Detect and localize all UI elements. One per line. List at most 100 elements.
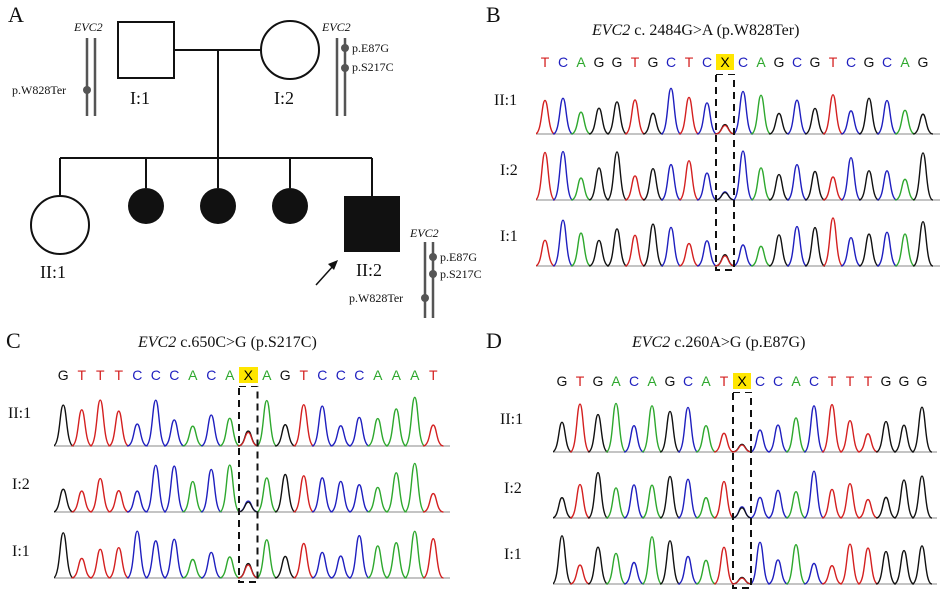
chromatogram-peak	[624, 99, 646, 135]
chromatogram-peak	[274, 555, 296, 579]
chromatogram-peak	[570, 177, 592, 201]
chromatogram-peak	[219, 417, 241, 447]
chromatogram-peak	[144, 464, 167, 513]
chromatogram-peak	[570, 232, 592, 267]
chromatogram-peak	[569, 483, 591, 519]
chromatogram-peak	[678, 160, 700, 201]
chromatogram-peak	[403, 462, 426, 513]
chromatogram-peak	[840, 110, 862, 135]
sequence-base: A	[225, 367, 235, 383]
chromatogram-peak	[311, 551, 333, 579]
chromatogram-peak	[536, 99, 556, 135]
variant-dashed-box	[715, 74, 735, 271]
sequence-base: T	[684, 54, 694, 70]
chromatogram-peak-secondary	[715, 255, 735, 267]
chromatogram-peak	[624, 234, 646, 267]
sequence-base: A	[373, 367, 383, 383]
chromatogram-peak	[89, 399, 112, 447]
chromatogram-peak	[749, 496, 771, 519]
variant-label-I2-b: p.S217C	[352, 60, 394, 74]
chromatogram-peak	[767, 489, 789, 519]
chromatogram-peak-secondary	[715, 124, 735, 135]
pedigree-affected-sibling-1	[128, 188, 164, 224]
sequence-base: G	[611, 54, 623, 70]
chromatogram-peak-secondary	[715, 191, 735, 201]
chromatogram-peak	[385, 408, 407, 447]
sequence-base: G	[593, 54, 605, 70]
chromatogram-peak	[858, 170, 880, 201]
chromatogram-peak	[677, 555, 699, 585]
chromatogram-peak	[750, 245, 772, 267]
chromatogram-peak	[678, 242, 700, 267]
chromatogram-peak	[588, 107, 610, 135]
chromatogram-peak	[894, 233, 916, 267]
variant-marker-I2-b	[341, 64, 349, 72]
panel-b-variant: c. 2484G>A (p.W828Ter)	[630, 22, 800, 39]
sequence-base: G	[664, 373, 676, 389]
chromatogram-peak	[786, 164, 808, 201]
chromatogram-peak	[330, 425, 352, 447]
chromatogram-peak	[822, 94, 844, 135]
sequence-base: T	[719, 373, 729, 389]
panel-d-gene: EVC2	[632, 334, 671, 351]
sequence-base: A	[756, 54, 766, 70]
pedigree-I2-female	[260, 20, 320, 80]
variant-label-I2-a: p.E87G	[352, 41, 389, 55]
sequence-base: A	[391, 367, 401, 383]
sequence-base: G	[917, 54, 929, 70]
sequence-base: C	[701, 54, 713, 70]
chromatogram-peak	[821, 488, 843, 519]
chromatogram-peak	[623, 424, 645, 453]
chromatogram-peak	[912, 220, 934, 267]
panel-a-label: A	[8, 2, 24, 27]
chromatogram-peak-secondary	[237, 564, 259, 579]
chromatogram-peak-secondary	[732, 577, 752, 585]
chromatogram-peak	[422, 538, 444, 579]
sequence-base: G	[916, 373, 928, 389]
chromatogram-peak	[768, 173, 790, 201]
chromatogram-peak	[108, 410, 130, 447]
sequence-base: T	[575, 373, 585, 389]
chromatogram-peak	[875, 496, 897, 519]
sequence-base: T	[428, 367, 438, 383]
chromatogram-peak	[678, 96, 700, 135]
chromatogram-peak	[126, 530, 149, 579]
chromatogram-peak	[677, 478, 699, 519]
chromatogram-peak	[695, 424, 717, 453]
chromatogram-peak	[659, 540, 681, 585]
individual-label-II2: II:2	[356, 260, 382, 280]
chromatogram-peak	[803, 470, 825, 519]
chromatogram-peak-secondary	[237, 431, 259, 447]
chromatogram-peak	[182, 425, 204, 447]
chromatogram-peak	[256, 477, 278, 513]
chromatogram-peak-secondary	[732, 507, 752, 519]
chromatogram-peak	[588, 167, 610, 201]
gene-label-I2: EVC2	[322, 20, 351, 34]
panel-d-row-2-label: I:2	[504, 480, 522, 497]
panel-b-row-1-label: II:1	[494, 92, 518, 109]
chromatogram-peak	[71, 490, 93, 513]
chromatogram-peak	[385, 542, 407, 579]
chromatogram-peak	[732, 244, 754, 267]
chromatogram-peak	[348, 484, 370, 513]
panel-c-row-3-label: I:1	[12, 543, 30, 560]
chromatogram-peak	[713, 546, 735, 585]
chromatogram-peak	[274, 423, 296, 447]
sequence-base: T	[114, 367, 124, 383]
chromatogram-peak	[126, 490, 148, 513]
chromatogram-peak	[876, 170, 898, 201]
sequence-base: G	[57, 367, 69, 383]
chromatogram-peak	[255, 399, 278, 447]
chromatogram-peak	[54, 404, 75, 447]
panel-d-label: D	[486, 328, 502, 353]
sequence-base: C	[881, 54, 893, 70]
chromatogram-peak	[803, 405, 825, 453]
sequence-base: G	[279, 367, 291, 383]
sequence-base: C	[665, 54, 677, 70]
variant-label-II2-b: p.S217C	[440, 267, 482, 281]
pedigree-II2-proband	[344, 196, 400, 252]
sequence-base: A	[611, 373, 621, 389]
chromatogram-peak	[642, 112, 664, 135]
chromatogram-peak	[750, 167, 772, 201]
